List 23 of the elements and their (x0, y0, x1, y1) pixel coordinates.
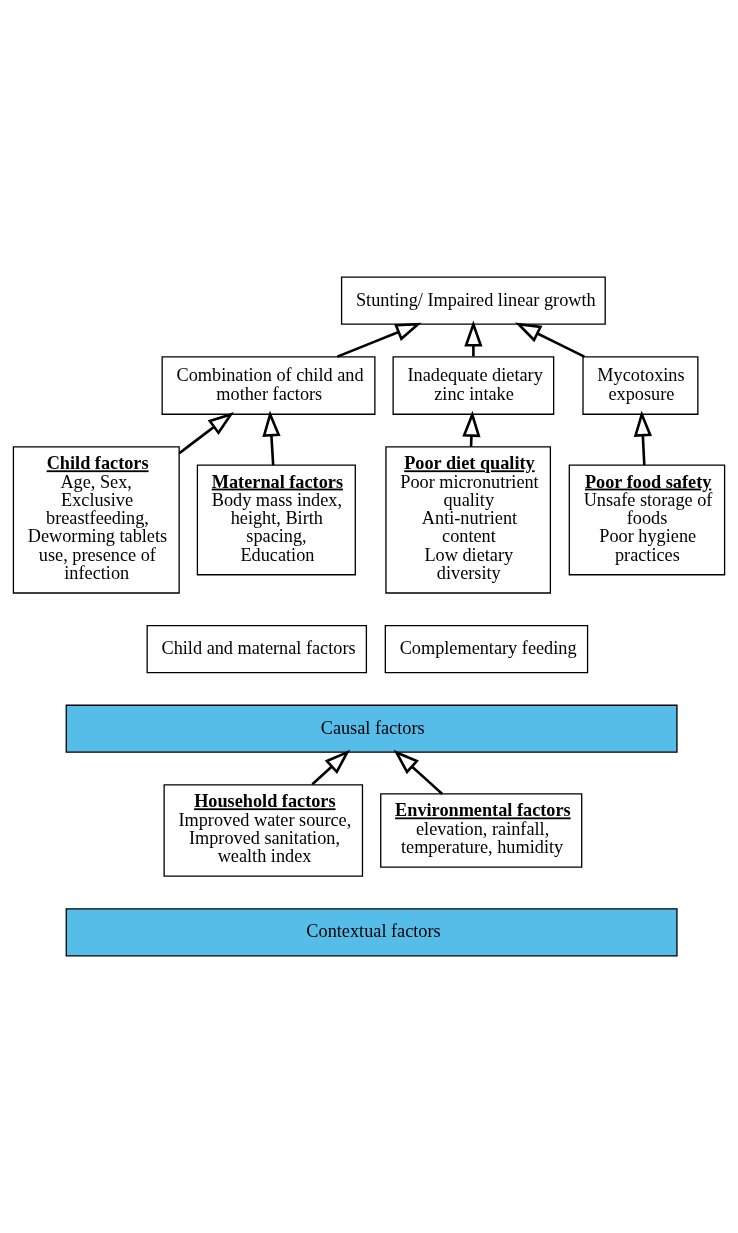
node-box: Poor diet quality Poor micronutrient quality Anti-nutrient content Low dietary diversity (385, 446, 552, 594)
node-box: Causal factors (65, 704, 678, 753)
arrow (178, 412, 235, 455)
node-box: Poor food safety Unsafe storage of foods Poor hygiene practices (568, 464, 726, 576)
arrow (514, 322, 585, 358)
node-box: Maternal factors Body mass index, height, Birth spacing, Education (196, 464, 356, 576)
node-box: Combination of child and mother factors (161, 356, 376, 415)
arrow (262, 410, 281, 466)
node-box: Inadequate dietary zinc intake (392, 356, 555, 415)
arrow (336, 322, 422, 358)
node-box: Contextual factors (65, 908, 678, 957)
node-box: Child factors Age, Sex, Exclusive breastfeeding, Deworming tablets use, presence of infection (12, 446, 180, 594)
node-box: Mycotoxins exposure (582, 356, 699, 415)
arrow (464, 320, 483, 357)
arrow (633, 410, 653, 466)
node-box: Environmental factors elevation, rainfall, temperature, humidity (380, 793, 583, 868)
node-box: Complementary feeding (384, 625, 589, 674)
node-box: Household factors Improved water source, Improved sanitation, wealth index (163, 784, 364, 877)
node-box: Stunting/ Impaired linear growth (340, 276, 606, 325)
arrow (393, 749, 444, 795)
arrow (462, 410, 481, 447)
node-box: Child and maternal factors (146, 625, 368, 674)
arrow (311, 749, 351, 786)
